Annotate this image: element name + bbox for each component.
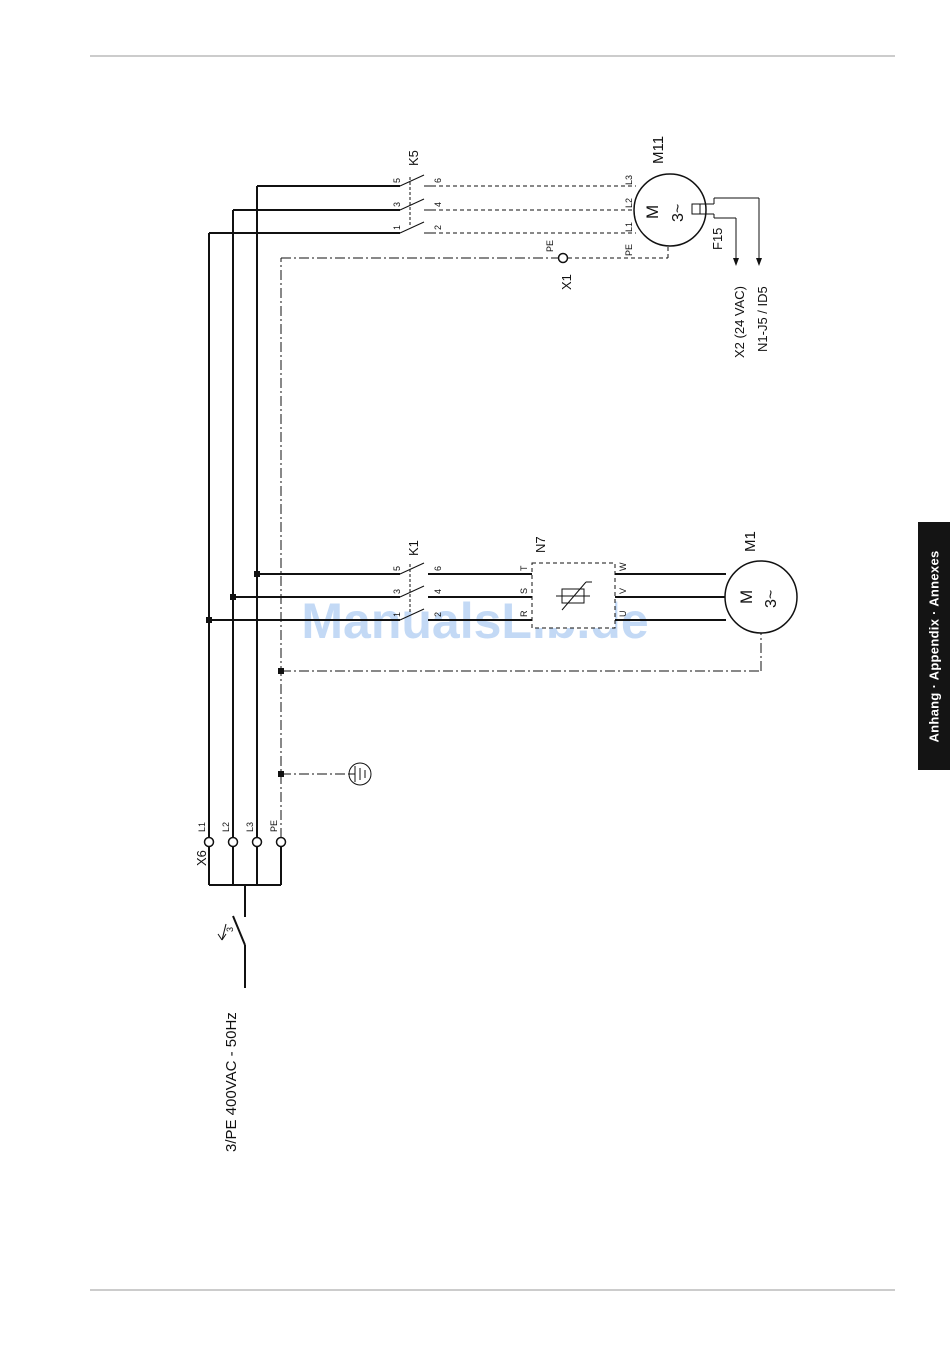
supply-feed: 3 3/PE 400VAC - 50Hz [218,886,245,1152]
k5-out-6: 6 [433,178,443,183]
x6-pin-3: L3 [245,822,255,832]
m1-motor-letter: M [737,590,756,604]
m11-pin-l1: L1 [624,222,634,232]
k5-in-5: 5 [392,178,402,183]
x6-pin-2: L2 [221,822,231,832]
supply-label: 3/PE 400VAC - 50Hz [223,1012,240,1152]
k5-in-1: 1 [392,225,402,230]
m11-label: M11 [650,136,667,164]
k1-out-2: 2 [433,612,443,617]
k5-in-3: 3 [392,202,402,207]
k1-out-4: 4 [433,589,443,594]
section-tab-text: Anhang · Appendix · Annexes [927,550,942,742]
terminal-x6-pe [277,838,286,847]
n7-in-t: T [519,565,529,571]
k5-branch: 1 3 5 2 4 6 K5 [209,150,668,258]
m11-pin-l2: L2 [624,198,634,208]
x6-label: X6 [194,850,209,866]
n7-out-w: W [618,562,628,571]
terminal-x1: PE X1 [545,240,574,290]
motor-m11: L3 L2 L1 PE M 3~ M11 [624,136,706,256]
n7-in-s: S [519,588,529,594]
f15-label: F15 [710,228,725,250]
n7-out-u: U [618,611,628,618]
switch-poles: 3 [225,927,235,932]
x6-pin-1: L1 [197,822,207,832]
x1-label: X1 [559,274,574,290]
n7-label: N7 [533,536,548,553]
k5-label: K5 [406,150,421,166]
k1-out-6: 6 [433,566,443,571]
n7-in-r: R [519,610,529,617]
terminal-x6-l2 [229,838,238,847]
motor-m1: M 3~ M1 [725,531,797,633]
m11-motor-phase: 3~ [670,204,687,222]
terminal-x6-l3 [253,838,262,847]
k1-in-5: 5 [392,566,402,571]
main-conductors [209,186,281,838]
terminal-block-x6: L1 L2 L3 PE X6 [194,820,286,885]
m1-motor-phase: 3~ [763,590,780,608]
control-ref-2: N1-J5 / ID5 [755,286,770,352]
n7-out-v: V [618,588,628,594]
x1-pin: PE [545,240,555,252]
k5-out-4: 4 [433,202,443,207]
x6-pin-4: PE [269,820,279,832]
m11-pin-l3: L3 [624,175,634,185]
m11-pin-pe: PE [624,244,634,256]
ground-connection [278,763,371,785]
k5-out-2: 2 [433,225,443,230]
converter-n7: R S T U V W N7 [519,536,628,628]
m11-motor-letter: M [643,205,662,219]
terminal-x6-l1 [205,838,214,847]
section-tab: Anhang · Appendix · Annexes [918,522,950,770]
k1-in-1: 1 [392,612,402,617]
k1-in-3: 3 [392,589,402,594]
m1-label: M1 [742,531,759,552]
control-ref-1: X2 (24 VAC) [732,286,747,358]
k1-label: K1 [406,540,421,556]
